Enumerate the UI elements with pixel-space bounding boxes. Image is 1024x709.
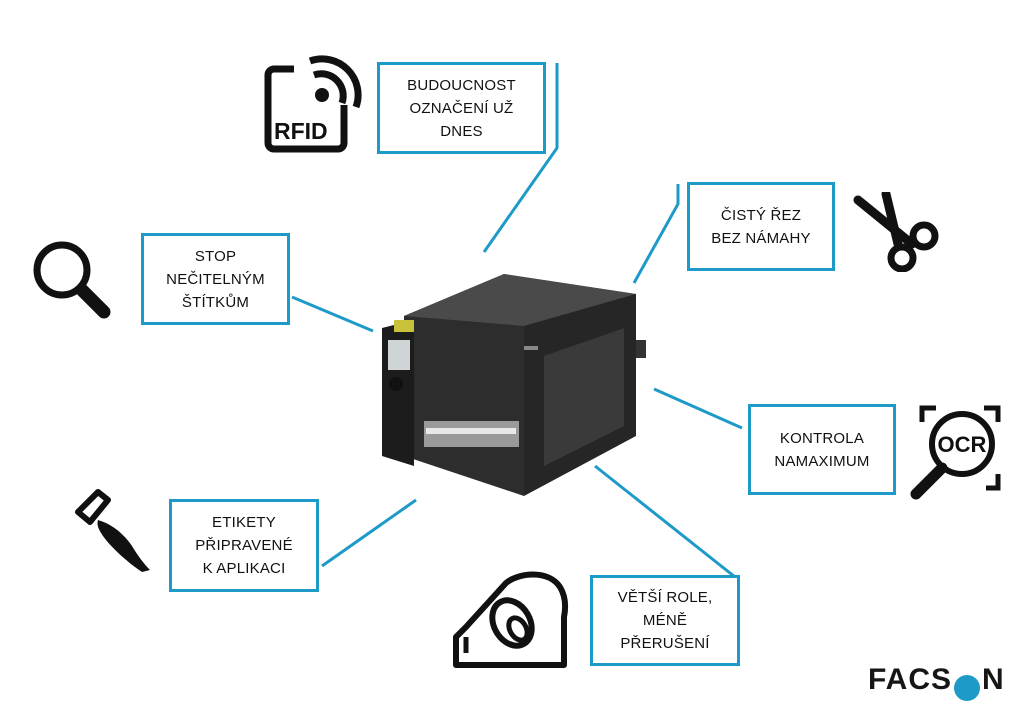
rfid-icon-label: RFID — [274, 118, 328, 144]
label-roll-icon — [453, 571, 569, 668]
callout-roll-text: VĚTŠÍ ROLE, MÉNĚ PŘERUŠENÍ — [617, 589, 713, 652]
logo-text-part2: N — [982, 663, 1005, 696]
callout-ocr: KONTROLA NAMAXIMUM — [748, 404, 896, 495]
logo-text-part1: FACS — [868, 663, 953, 696]
ocr-icon-label: OCR — [938, 432, 987, 457]
facson-logo: FACS N — [868, 658, 1005, 702]
callout-peel-text: ETIKETY PŘIPRAVENÉ K APLIKACI — [195, 514, 293, 577]
callout-rfid: BUDOUCNOST OZNAČENÍ UŽ DNES — [377, 62, 546, 154]
callout-peel: ETIKETY PŘIPRAVENÉ K APLIKACI — [169, 499, 319, 592]
callout-ocr-text: KONTROLA NAMAXIMUM — [774, 429, 870, 470]
connector-cut — [632, 184, 680, 284]
connector-rfid — [482, 63, 559, 253]
connector-ocr — [653, 387, 743, 430]
callout-rfid-text: BUDOUCNOST OZNAČENÍ UŽ DNES — [407, 76, 516, 140]
callout-cut-text: ČISTÝ ŘEZ BEZ NÁMAHY — [711, 206, 811, 247]
logo-dot — [954, 675, 981, 701]
rfid-icon: RFID — [264, 55, 364, 153]
callout-roll: VĚTŠÍ ROLE, MÉNĚ PŘERUŠENÍ — [590, 575, 740, 666]
scissors-icon — [853, 192, 939, 272]
printer-image — [382, 274, 646, 496]
peeler-icon — [75, 489, 150, 572]
magnifier-icon — [33, 241, 111, 319]
callout-cut: ČISTÝ ŘEZ BEZ NÁMAHY — [687, 182, 835, 271]
connector-readability — [291, 295, 374, 333]
ocr-icon: OCR — [910, 405, 1001, 500]
callout-readability-text: STOP NEČITELNÝM ŠTÍTKŮM — [166, 247, 265, 311]
connector-peel — [321, 498, 417, 568]
callout-readability: STOP NEČITELNÝM ŠTÍTKŮM — [141, 233, 290, 325]
